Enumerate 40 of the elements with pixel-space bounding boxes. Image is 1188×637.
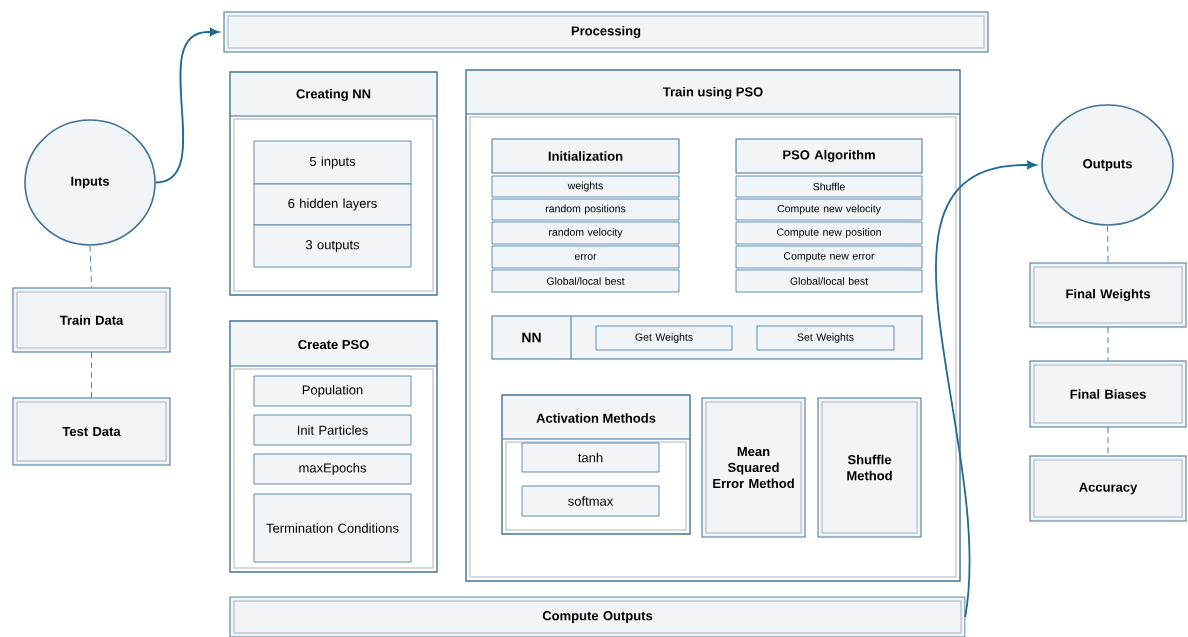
- list-item: Shuffle: [735, 175, 923, 198]
- connector-line: [1107, 225, 1109, 264]
- process-box: Accuracy: [1029, 455, 1187, 522]
- list-item: Init Particles: [253, 414, 412, 446]
- list-item: Get Weights: [595, 325, 733, 351]
- section-header: PSO Algorithm: [735, 138, 923, 174]
- list-item: random positions: [491, 198, 680, 221]
- list-item: weights: [491, 175, 680, 198]
- list-item: Compute new error: [735, 245, 923, 269]
- list-item: Global/local best: [491, 269, 680, 293]
- list-item: Global/local best: [735, 269, 923, 293]
- process-box: Final Weights: [1029, 262, 1187, 328]
- list-item: Population: [253, 375, 412, 407]
- list-item: softmax: [521, 485, 660, 517]
- stage-bar: Processing: [223, 11, 989, 53]
- process-box: Final Biases: [1029, 360, 1187, 428]
- connector-line: [1107, 326, 1109, 362]
- process-box: Test Data: [12, 397, 171, 466]
- list-item: 3 outputs: [253, 224, 412, 268]
- process-box: Train Data: [12, 287, 171, 353]
- process-box: Mean Squared Error Method: [701, 397, 806, 538]
- process-box: Shuffle Method: [817, 397, 922, 538]
- list-item: 6 hidden layers: [253, 183, 412, 226]
- list-item: Termination Conditions: [253, 493, 412, 563]
- list-item: Compute new position: [735, 221, 923, 245]
- list-item: maxEpochs: [253, 453, 412, 485]
- arrow: [154, 27, 220, 184]
- circle-node: Inputs: [24, 119, 156, 246]
- stage-bar: Compute Outputs: [229, 596, 966, 637]
- list-item: tanh: [521, 442, 660, 473]
- connector-line: [89, 245, 92, 289]
- list-item: error: [491, 245, 680, 269]
- circle-node: Outputs: [1041, 104, 1174, 226]
- list-item: random velocity: [491, 221, 680, 245]
- list-item: Set Weights: [756, 325, 895, 351]
- connector-line: [91, 351, 92, 399]
- section-header: Initialization: [491, 138, 680, 174]
- arrow: [935, 160, 1037, 618]
- list-item: 5 inputs: [253, 140, 412, 185]
- list-item: Compute new velocity: [735, 198, 923, 221]
